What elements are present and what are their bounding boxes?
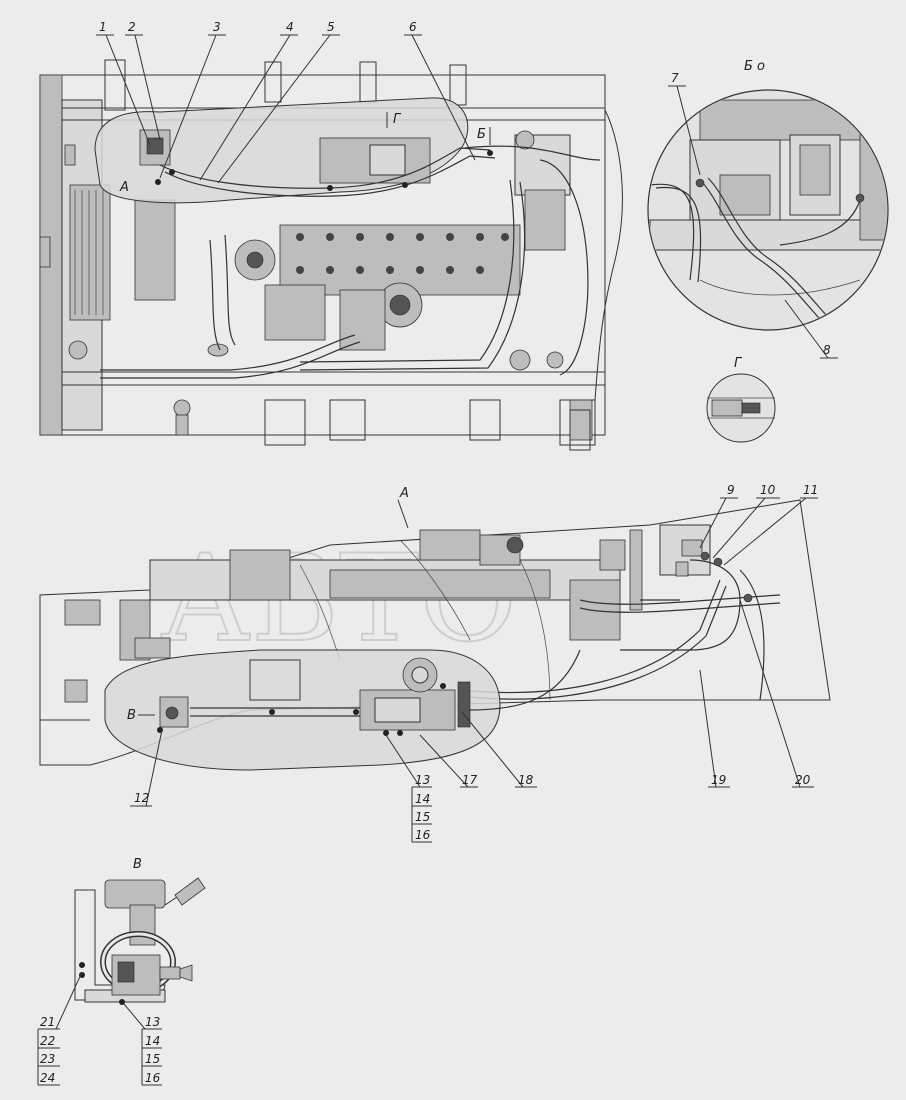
callout-12: 12 [134,791,149,805]
callout-17: 17 [462,773,478,787]
callout-2: 2 [128,20,136,34]
side-view-v-marker: В [127,708,136,723]
callout-18: 18 [518,773,534,787]
callout-9: 9 [727,483,735,497]
side-view: АВТО [39,499,831,771]
callouts-detail-v [37,971,162,1086]
callouts-side-top [699,497,818,566]
callout-13-side: 13 [415,773,430,787]
callout-11: 11 [803,483,818,497]
callout-19: 19 [711,773,726,787]
callout-5: 5 [327,20,335,34]
callout-23: 23 [40,1052,55,1066]
detail-view-g [706,373,776,443]
detail-view-b [647,89,889,331]
callout-1: 1 [99,20,107,34]
callout-3: 3 [213,20,221,34]
callout-22: 22 [40,1034,55,1048]
side-view-a-marker: А [399,486,409,501]
detail-b-title: Б о [744,59,765,74]
top-plan-view [39,59,606,451]
callout-7: 7 [671,71,679,85]
callout-15-v: 15 [145,1052,160,1066]
callouts-top [96,34,476,184]
view-b-marker: Б [477,127,486,142]
callout-14-side: 14 [415,792,430,806]
callout-14-v: 14 [145,1034,160,1048]
view-g-marker: Г [393,112,402,127]
callout-8: 8 [823,343,831,357]
callout-15-side: 15 [415,810,430,824]
callout-16-side: 16 [415,828,431,842]
callout-6: 6 [409,20,417,34]
callout-24: 24 [40,1071,55,1085]
view-a-marker: А [119,180,129,195]
callout-20: 20 [795,773,811,787]
callout-4: 4 [286,20,294,34]
detail-v-title: В [133,857,142,872]
callouts-side-bottom [130,599,814,843]
callout-13-v: 13 [145,1015,160,1029]
callout-16-v: 16 [145,1071,161,1085]
detail-g-title: Г [734,356,743,371]
detail-view-v [74,877,206,1005]
callouts-detail-b [668,85,838,359]
callout-10: 10 [760,483,776,497]
callout-21: 21 [40,1015,55,1029]
